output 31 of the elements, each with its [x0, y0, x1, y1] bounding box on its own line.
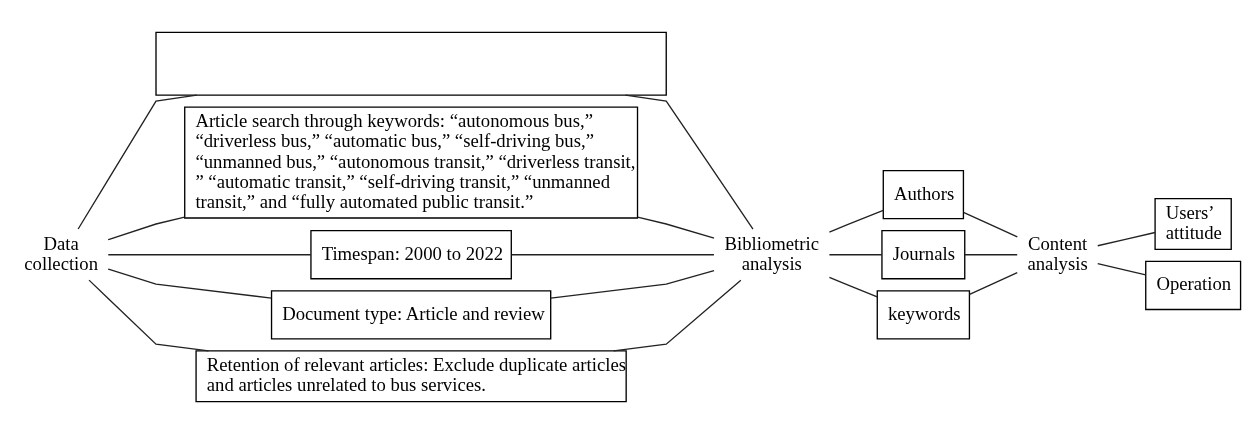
node-box: Journals: [881, 230, 966, 280]
node-box: Users’ attitude: [1154, 197, 1232, 251]
node-box: [155, 31, 667, 96]
node-text: Bibliometric analysis: [724, 232, 819, 274]
connector: [968, 271, 1018, 295]
connector: [613, 279, 742, 352]
connector: [636, 216, 715, 239]
connector: [828, 276, 878, 298]
connector: [962, 211, 1018, 238]
node-box: Article search through keywords: “autonomous bus,” “driverless bus,” “automatic bus,” “self-driving bus,” “unmanned bus,” “autonomous transit,” “driverless transit, ” “automatic transit,” “self-driving transit,” “unmanned transit,” and “fully automated public transit.”: [184, 106, 639, 219]
node-box: Timespan: 2000 to 2022: [310, 230, 512, 280]
node-box: Operation: [1145, 260, 1242, 311]
connector: [77, 94, 198, 230]
connector: [107, 216, 186, 241]
connector: [107, 268, 273, 299]
node-box: keywords: [876, 290, 971, 340]
connector: [511, 254, 715, 256]
connector: [624, 94, 754, 230]
node-text: Content analysis: [1027, 232, 1088, 274]
node-text: Data collection: [24, 232, 99, 274]
connector: [88, 279, 210, 352]
connector: [828, 209, 884, 233]
node-box: Retention of relevant articles: Exclude duplicate articles and articles unrelated to bus services.: [195, 350, 627, 403]
node-box: Document type: Article and review: [270, 290, 552, 340]
node-box: Authors: [882, 169, 965, 220]
connector: [1097, 231, 1156, 247]
connector: [107, 254, 312, 256]
connector: [964, 254, 1018, 256]
connector: [550, 269, 715, 299]
connector: [828, 254, 883, 256]
connector: [1097, 263, 1147, 276]
